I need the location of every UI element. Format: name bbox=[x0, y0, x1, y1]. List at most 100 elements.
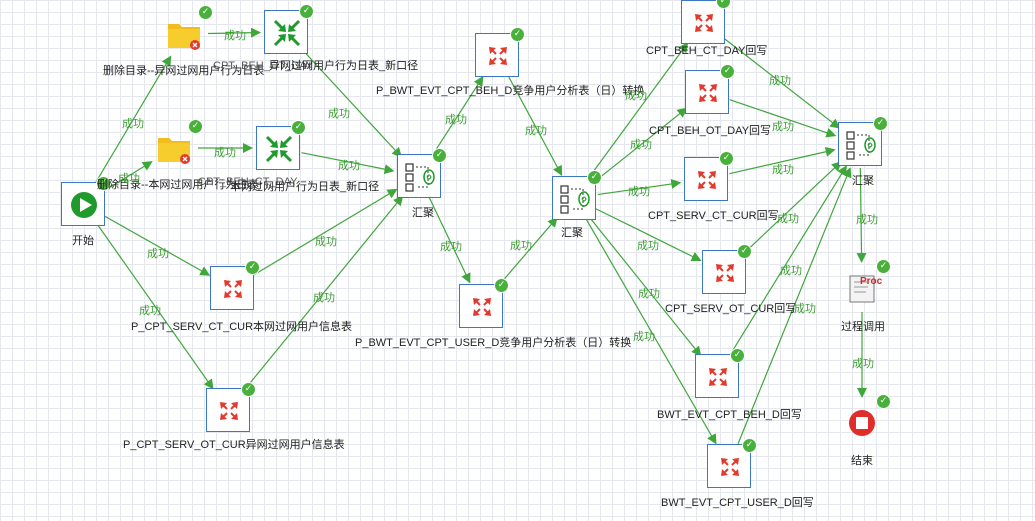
success-check-icon: ✓ bbox=[510, 27, 525, 42]
node-label: 汇聚 bbox=[412, 207, 434, 219]
node-start[interactable]: ✓ bbox=[61, 176, 111, 226]
expand-arrows-icon bbox=[698, 171, 716, 189]
success-check-icon: ✓ bbox=[245, 260, 260, 275]
node-merge2[interactable]: ✓ bbox=[256, 120, 306, 170]
edge-success-label: 成功 bbox=[638, 288, 660, 300]
flow-edge[interactable] bbox=[592, 107, 688, 184]
edge-success-label: 成功 bbox=[313, 292, 335, 304]
proc-scroll-icon bbox=[849, 275, 875, 303]
edge-success-label: 成功 bbox=[630, 139, 652, 151]
success-check-icon: ✓ bbox=[241, 382, 256, 397]
node-w-behot[interactable]: ✓ bbox=[685, 64, 735, 114]
node-w-behct[interactable]: ✓ bbox=[681, 0, 731, 44]
node-join3[interactable]: ✓ bbox=[838, 116, 888, 166]
success-check-icon: ✓ bbox=[494, 278, 509, 293]
flow-edge[interactable] bbox=[856, 167, 867, 264]
expand-arrows-icon bbox=[695, 14, 713, 32]
flow-edge[interactable] bbox=[103, 161, 153, 192]
edge-success-label: 成功 bbox=[772, 164, 794, 176]
success-check-icon: ✓ bbox=[291, 120, 306, 135]
node-label: 汇聚 bbox=[852, 175, 874, 187]
node-label: 汇聚 bbox=[561, 227, 583, 239]
node-pbeh[interactable]: ✓ bbox=[475, 27, 525, 77]
success-check-icon: ✓ bbox=[432, 148, 447, 163]
success-check-icon: ✓ bbox=[873, 116, 888, 131]
edge-success-label: 成功 bbox=[777, 213, 799, 225]
flow-edge[interactable] bbox=[597, 179, 682, 196]
join-icon bbox=[560, 185, 590, 214]
flow-edge[interactable] bbox=[96, 223, 214, 390]
flow-edge[interactable] bbox=[729, 146, 836, 175]
edge-success-label: 成功 bbox=[628, 186, 650, 198]
flow-edge[interactable] bbox=[428, 197, 471, 284]
node-del2[interactable]: ✓ bbox=[152, 119, 203, 170]
flow-edge[interactable] bbox=[729, 99, 837, 138]
expand-arrows-icon bbox=[709, 368, 727, 386]
node-join1[interactable]: ✓ bbox=[397, 148, 447, 198]
flow-edge[interactable] bbox=[587, 42, 689, 179]
expand-arrows-icon bbox=[224, 280, 242, 298]
folder-delete-icon bbox=[168, 24, 200, 50]
flow-edge[interactable] bbox=[207, 27, 262, 38]
node-label: 删除目录--本网过网用户行为日表 bbox=[97, 179, 259, 191]
success-check-icon: ✓ bbox=[719, 151, 734, 166]
flow-edge[interactable] bbox=[301, 49, 403, 158]
flow-edge[interactable] bbox=[103, 215, 211, 276]
node-w-evtbeh[interactable]: ✓ bbox=[695, 348, 745, 398]
node-puser[interactable]: ✓ bbox=[459, 278, 509, 328]
flow-edge[interactable] bbox=[94, 55, 172, 184]
edge-success-label: 成功 bbox=[625, 90, 647, 102]
node-label: 结束 bbox=[851, 455, 873, 467]
success-check-icon: ✓ bbox=[299, 4, 314, 19]
node-merge1[interactable]: ✓ bbox=[264, 4, 314, 54]
flow-edge[interactable] bbox=[507, 75, 563, 176]
flow-edge[interactable] bbox=[301, 152, 395, 175]
node-del1[interactable]: ✓ bbox=[162, 5, 213, 56]
flow-edge[interactable] bbox=[431, 76, 484, 157]
expand-arrows-icon bbox=[489, 47, 507, 65]
edge-success-label: 成功 bbox=[315, 236, 337, 248]
flow-edge[interactable] bbox=[729, 165, 847, 356]
flow-edge[interactable] bbox=[595, 208, 702, 262]
expand-arrows-icon bbox=[699, 84, 717, 102]
flow-edge[interactable] bbox=[242, 195, 404, 392]
node-label-overlap: CPT_BEH_CT_DAY bbox=[198, 176, 298, 188]
flow-edge[interactable] bbox=[588, 216, 702, 357]
edge-success-label: 成功 bbox=[780, 265, 802, 277]
node-label: P_CPT_SERV_OT_CUR异网过网用户信息表 bbox=[123, 439, 345, 451]
node-w-servct[interactable]: ✓ bbox=[684, 151, 734, 201]
stop-icon bbox=[849, 410, 875, 436]
node-servot[interactable]: ✓ bbox=[206, 382, 256, 432]
node-label: 异网过网用户行为日表_新口径 bbox=[269, 60, 419, 72]
edge-success-label: 成功 bbox=[794, 303, 816, 315]
node-w-servot[interactable]: ✓ bbox=[702, 244, 752, 294]
flow-edge[interactable] bbox=[741, 161, 842, 256]
edge-success-label: 成功 bbox=[118, 173, 140, 185]
edge-success-label: 成功 bbox=[224, 30, 246, 42]
node-label: CPT_SERV_CT_CUR回写 bbox=[648, 210, 779, 222]
node-w-evtuser[interactable]: ✓ bbox=[707, 438, 757, 488]
node-label: 过程调用 bbox=[841, 321, 885, 333]
node-join2[interactable]: ✓ bbox=[552, 170, 602, 220]
node-label: BWT_EVT_CPT_BEH_D回写 bbox=[657, 409, 802, 421]
node-label: P_CPT_SERV_CT_CUR本网过网用户信息表 bbox=[131, 321, 353, 333]
flow-edge[interactable] bbox=[252, 188, 398, 277]
success-check-icon: ✓ bbox=[198, 5, 213, 20]
flow-edge[interactable] bbox=[737, 167, 852, 444]
expand-arrows-icon bbox=[721, 458, 739, 476]
join-icon bbox=[405, 163, 435, 192]
success-check-icon: ✓ bbox=[96, 176, 111, 191]
node-end[interactable]: ✓ bbox=[840, 394, 891, 445]
flow-edge[interactable] bbox=[721, 36, 841, 129]
success-check-icon: ✓ bbox=[188, 119, 203, 134]
edge-success-label: 成功 bbox=[139, 305, 161, 317]
node-servct[interactable]: ✓ bbox=[210, 260, 260, 310]
flow-edge[interactable] bbox=[496, 216, 558, 289]
flow-edge[interactable] bbox=[585, 218, 717, 445]
node-proc[interactable]: Proc✓ bbox=[840, 259, 891, 310]
node-label: 开始 bbox=[72, 235, 94, 247]
edge-success-label: 成功 bbox=[122, 118, 144, 130]
edge-success-label: 成功 bbox=[637, 240, 659, 252]
